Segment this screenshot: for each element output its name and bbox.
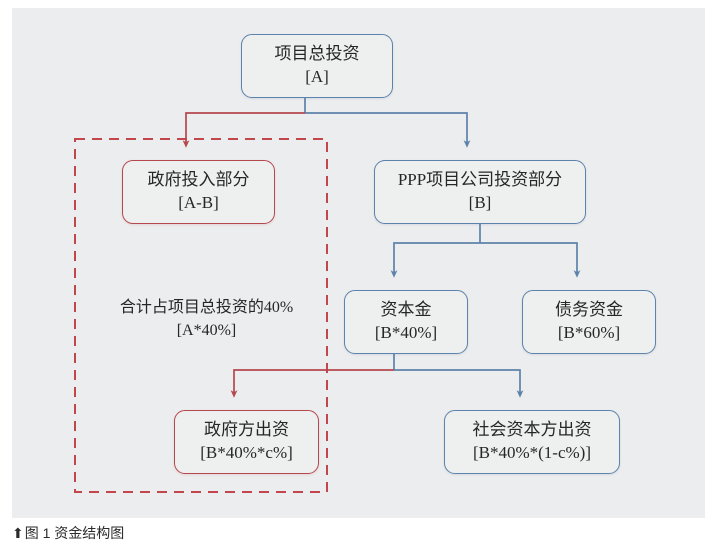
node-ppp-company-investment-line1: PPP项目公司投资部分: [397, 170, 563, 190]
node-equity-capital-line1: 资本金: [380, 300, 432, 320]
node-total-investment-line1: 项目总投资: [274, 44, 360, 64]
node-government-input-line2: [A-B]: [178, 193, 219, 212]
dashed-group-box: [74, 138, 328, 493]
connector-ppp-to-debt: [480, 242, 581, 278]
group-total-annotation-line2: [A*40%]: [176, 322, 237, 340]
node-government-contribution-line2: [B*40%*c%]: [200, 443, 293, 462]
connector-capital-to-social: [394, 369, 524, 398]
group-total-annotation-line1: 合计占项目总投资的40%: [119, 299, 294, 316]
node-debt-funding[interactable]: 债务资金 [B*60%]: [522, 290, 656, 354]
figure-caption: ⬆ 图 1 资金结构图: [12, 523, 124, 543]
diagram-canvas: 项目总投资 [A] 政府投入部分 [A-B] PPP项目公司投资部分 [B] 资…: [12, 8, 705, 518]
node-government-input[interactable]: 政府投入部分 [A-B]: [122, 160, 275, 224]
node-social-capital-contribution-line2: [B*40%*(1-c%)]: [472, 443, 591, 462]
node-government-input-line1: 政府投入部分: [147, 170, 250, 190]
node-government-contribution[interactable]: 政府方出资 [B*40%*c%]: [174, 410, 319, 474]
connector-layer: [74, 90, 581, 493]
node-ppp-company-investment-line2: [B]: [468, 193, 492, 212]
connector-total-to-gov-input: [182, 112, 305, 148]
connector-total-to-ppp: [305, 112, 471, 148]
node-equity-capital[interactable]: 资本金 [B*40%]: [344, 290, 468, 354]
figure-caption-text: 图 1 资金结构图: [24, 525, 125, 541]
connector-ppp-to-capital: [390, 242, 480, 278]
node-social-capital-contribution-line1: 社会资本方出资: [472, 420, 592, 440]
node-social-capital-contribution[interactable]: 社会资本方出资 [B*40%*(1-c%)]: [444, 410, 620, 474]
up-arrow-icon: ⬆: [12, 525, 24, 541]
node-total-investment[interactable]: 项目总投资 [A]: [241, 34, 393, 98]
node-total-investment-line2: [A]: [305, 67, 329, 86]
connector-capital-to-gov-contrib: [230, 369, 394, 398]
node-debt-funding-line2: [B*60%]: [557, 323, 621, 342]
node-debt-funding-line1: 债务资金: [555, 300, 623, 320]
node-equity-capital-line2: [B*40%]: [374, 323, 438, 342]
group-total-annotation: 合计占项目总投资的40% [A*40%]: [84, 296, 329, 342]
node-government-contribution-line1: 政府方出资: [204, 420, 289, 440]
node-ppp-company-investment[interactable]: PPP项目公司投资部分 [B]: [374, 160, 586, 224]
